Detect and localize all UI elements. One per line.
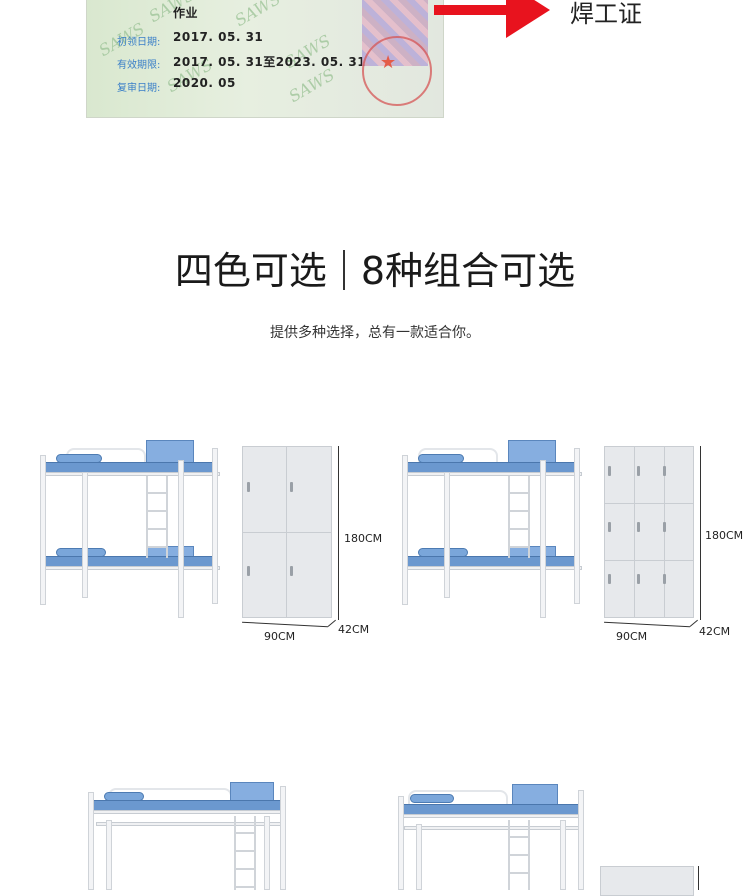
certificate-label-validity: 有效期限:: [117, 60, 161, 71]
bed-post: [540, 460, 546, 618]
door-handle: [608, 574, 611, 584]
folded-quilt: [508, 440, 556, 466]
bed-post: [402, 455, 408, 605]
door-handle: [637, 522, 640, 532]
certificate-value-first-issue: 2017. 05. 31: [173, 30, 264, 44]
section-subtitle: 提供多种选择，总有一款适合你。: [270, 325, 480, 341]
section-headline: 四色可选 8种组合可选: [0, 240, 750, 295]
bed-post: [574, 448, 580, 604]
height-label: 180CM: [344, 532, 383, 545]
red-arrow-icon: [506, 0, 550, 38]
door-handle: [663, 574, 666, 584]
depth-label: 42CM: [699, 625, 731, 638]
bed-post: [560, 820, 566, 890]
bed-ladder: [508, 476, 530, 558]
height-label: 180CM: [705, 529, 744, 542]
bed-ladder: [146, 476, 168, 558]
door-handle: [663, 522, 666, 532]
bed-post: [82, 472, 88, 598]
door-handle: [608, 522, 611, 532]
wardrobe-body: [600, 866, 694, 896]
headline-divider: [342, 250, 345, 290]
folded-quilt: [146, 440, 194, 466]
height-dimension-line: [338, 446, 339, 620]
depth-label: 42CM: [338, 623, 370, 636]
red-arrow-shaft: [434, 5, 518, 15]
official-seal-stamp: [362, 36, 432, 106]
loft-frame-rail: [398, 814, 584, 818]
door-handle: [637, 466, 640, 476]
certificate-value-review: 2020. 05: [173, 76, 236, 90]
width-label: 90CM: [264, 630, 296, 643]
welder-certificate-callout: 焊工证: [570, 0, 642, 28]
bed-ladder: [508, 820, 530, 890]
certificate-value-validity: 2017. 05. 31至2023. 05. 31: [173, 55, 367, 69]
headline-four-colors: 四色可选: [174, 249, 327, 293]
door-handle: [247, 482, 250, 492]
door-handle: [290, 482, 293, 492]
headline-eight-combos: 8种组合可选: [360, 249, 576, 293]
door-handle: [247, 566, 250, 576]
wardrobe-body: [604, 446, 694, 618]
bed-post: [398, 796, 404, 890]
width-label: 90CM: [616, 630, 648, 643]
bed-post: [40, 455, 46, 605]
door-handle: [608, 466, 611, 476]
bed-post: [212, 448, 218, 604]
door-handle: [290, 566, 293, 576]
door-handle: [663, 466, 666, 476]
height-dimension-line: [700, 446, 701, 620]
pillow: [410, 794, 454, 803]
bed-post: [178, 460, 184, 618]
height-dimension-line: [698, 866, 699, 890]
bed-post: [444, 472, 450, 598]
certificate-label-review: 复审日期:: [117, 83, 161, 94]
certificate-category: 作业: [173, 6, 199, 20]
bed-guardrail: [408, 790, 508, 804]
certificate-label-first-issue: 初领日期:: [117, 37, 161, 48]
bed-post: [578, 790, 584, 890]
loft-frame-rail: [404, 826, 580, 830]
door-handle: [637, 574, 640, 584]
bed-ladder: [234, 816, 256, 890]
seal-star-icon: ★: [380, 52, 397, 73]
bed-post: [416, 824, 422, 890]
